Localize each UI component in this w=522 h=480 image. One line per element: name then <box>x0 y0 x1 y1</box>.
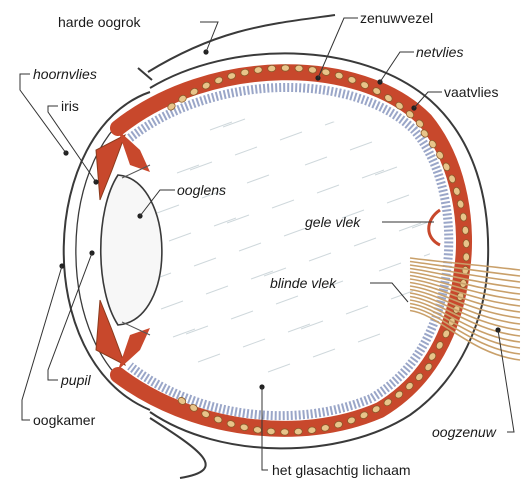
label-pupil: pupil <box>60 372 91 388</box>
label-oogkamer: oogkamer <box>33 412 96 428</box>
label-glasachtig-lichaam: het glasachtig lichaam <box>272 462 411 478</box>
leader-oogkamer <box>22 266 62 420</box>
label-gele-vlek: gele vlek <box>305 214 361 230</box>
label-harde-oogrok: harde oogrok <box>58 14 142 30</box>
label-hoornvlies: hoornvlies <box>33 66 97 82</box>
label-vaatvlies: vaatvlies <box>444 84 498 100</box>
lens <box>101 175 162 325</box>
vitreous-body <box>140 112 458 377</box>
leader-hoornvlies <box>20 74 66 153</box>
label-blinde-vlek: blinde vlek <box>270 275 337 291</box>
sclera-outer <box>150 53 488 448</box>
leader-harde-oogrok <box>200 22 218 52</box>
leader-blinde-vlek <box>370 283 408 302</box>
label-netvlies: netvlies <box>416 44 463 60</box>
label-oogzenuw: oogzenuw <box>432 424 497 440</box>
fovea-notch <box>429 210 440 245</box>
label-ooglens: ooglens <box>177 182 226 198</box>
label-iris: iris <box>61 98 79 114</box>
label-zenuwvezel: zenuwvezel <box>360 10 433 26</box>
ciliary-body-lower <box>118 328 150 370</box>
leader-iris <box>48 106 96 182</box>
